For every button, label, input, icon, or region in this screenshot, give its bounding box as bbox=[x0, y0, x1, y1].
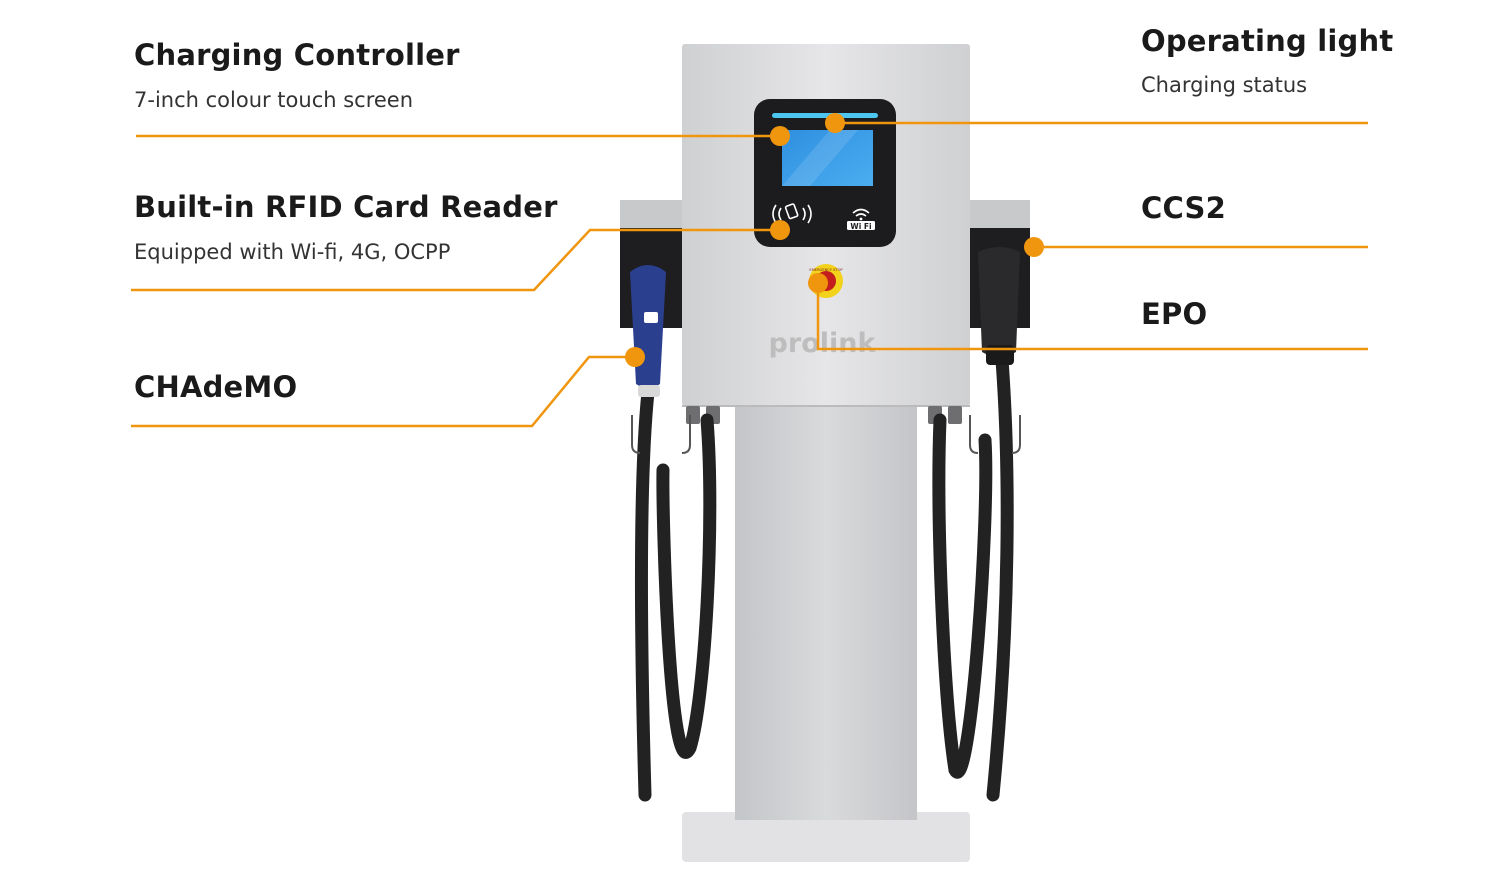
dot-operating-light bbox=[825, 113, 845, 133]
charging-controller-title: Charging Controller bbox=[134, 38, 460, 72]
chademo-grip bbox=[638, 385, 660, 397]
operating-light-bar bbox=[772, 113, 878, 118]
callout-dots bbox=[625, 113, 1044, 367]
leader-epo bbox=[816, 283, 1368, 351]
rfid-icon bbox=[772, 203, 812, 224]
right-holster-cap bbox=[968, 200, 1030, 230]
wifi-badge-text: Wi Fi bbox=[850, 222, 871, 231]
leader-rfid bbox=[131, 228, 780, 292]
rfid-reader-subtitle: Equipped with Wi-fi, 4G, OCPP bbox=[134, 240, 451, 264]
dot-ccs2 bbox=[1024, 237, 1044, 257]
ccs2-title: CCS2 bbox=[1141, 191, 1226, 225]
chademo-handle-light bbox=[644, 312, 658, 323]
cable-hangers bbox=[631, 415, 1021, 454]
wifi-icon bbox=[847, 208, 875, 230]
screen-glare bbox=[782, 130, 858, 186]
dot-chademo bbox=[625, 347, 645, 367]
pillar bbox=[735, 400, 917, 820]
operating-light-subtitle: Charging status bbox=[1141, 73, 1308, 97]
epo-title: EPO bbox=[1141, 297, 1208, 331]
dot-epo bbox=[808, 273, 828, 293]
left-holster-cap bbox=[620, 200, 685, 230]
brand-logo: prolink bbox=[769, 328, 877, 359]
chademo-cable bbox=[635, 385, 717, 802]
operating-light-title: Operating light bbox=[1141, 24, 1394, 58]
rfid-reader-title: Built-in RFID Card Reader bbox=[134, 190, 558, 224]
ccs2-connector[interactable] bbox=[978, 247, 1020, 357]
chademo-connector[interactable] bbox=[630, 265, 666, 388]
chademo-title: CHAdeMO bbox=[134, 370, 298, 404]
charging-controller-subtitle: 7-inch colour touch screen bbox=[134, 88, 414, 112]
leader-chademo bbox=[131, 355, 635, 428]
base-plinth bbox=[682, 812, 970, 862]
dot-rfid bbox=[770, 220, 790, 240]
dot-charging-controller bbox=[770, 126, 790, 146]
ccs2-cable bbox=[932, 353, 1014, 802]
touch-screen[interactable] bbox=[782, 130, 873, 186]
callout-lines bbox=[131, 121, 1368, 428]
epo-button-text: EMERGENCY STOP bbox=[809, 268, 843, 272]
